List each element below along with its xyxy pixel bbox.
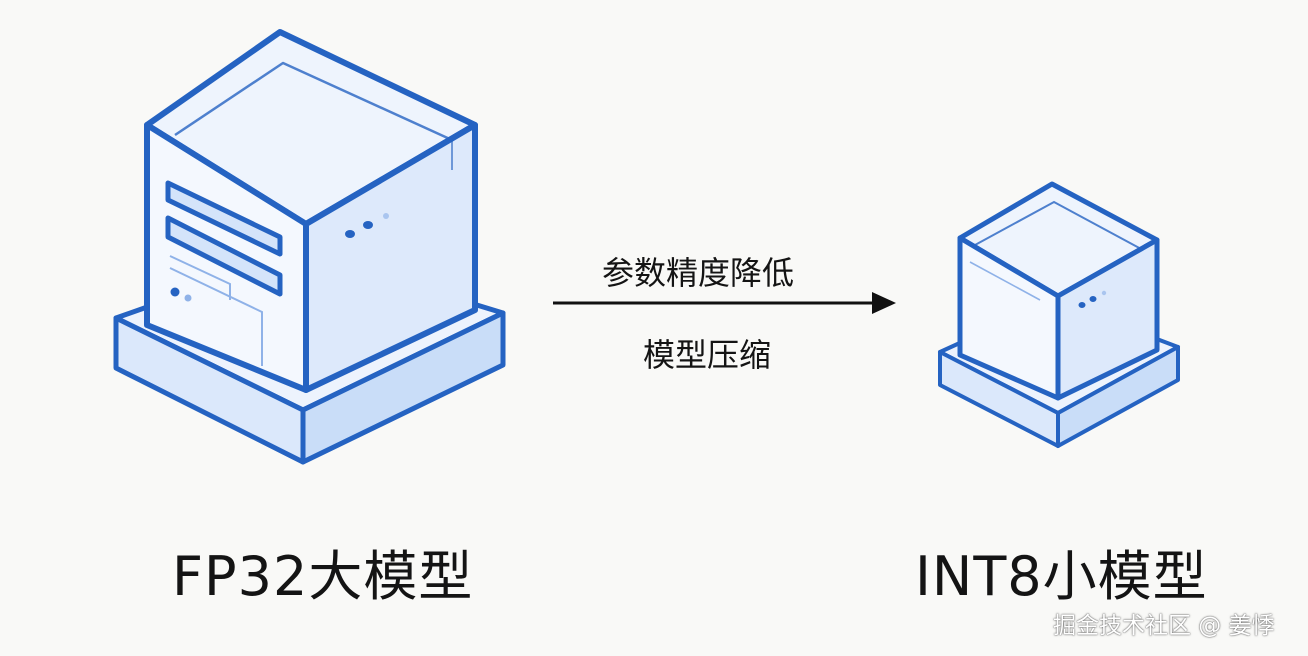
small-server-icon: [938, 181, 1180, 448]
small-model-label: INT8小模型: [915, 545, 1208, 608]
watermark: 掘金技术社区 @ 姜悸: [1053, 613, 1275, 639]
small-server-indicator-lights: [1078, 290, 1107, 308]
arrow-label-compression: 模型压缩: [643, 336, 772, 374]
large-model-label: FP32大模型: [172, 545, 474, 608]
large-server-drive-slot-2: [165, 215, 283, 297]
large-server-icon: [113, 29, 506, 465]
large-server-drive-slot-1: [165, 180, 283, 257]
compression-arrow: [553, 292, 896, 314]
large-server-front-panel: [169, 255, 263, 366]
arrow-label-precision: 参数精度降低: [602, 254, 795, 292]
large-server-indicator-lights: [345, 213, 389, 238]
small-server-cube: [957, 181, 1160, 401]
